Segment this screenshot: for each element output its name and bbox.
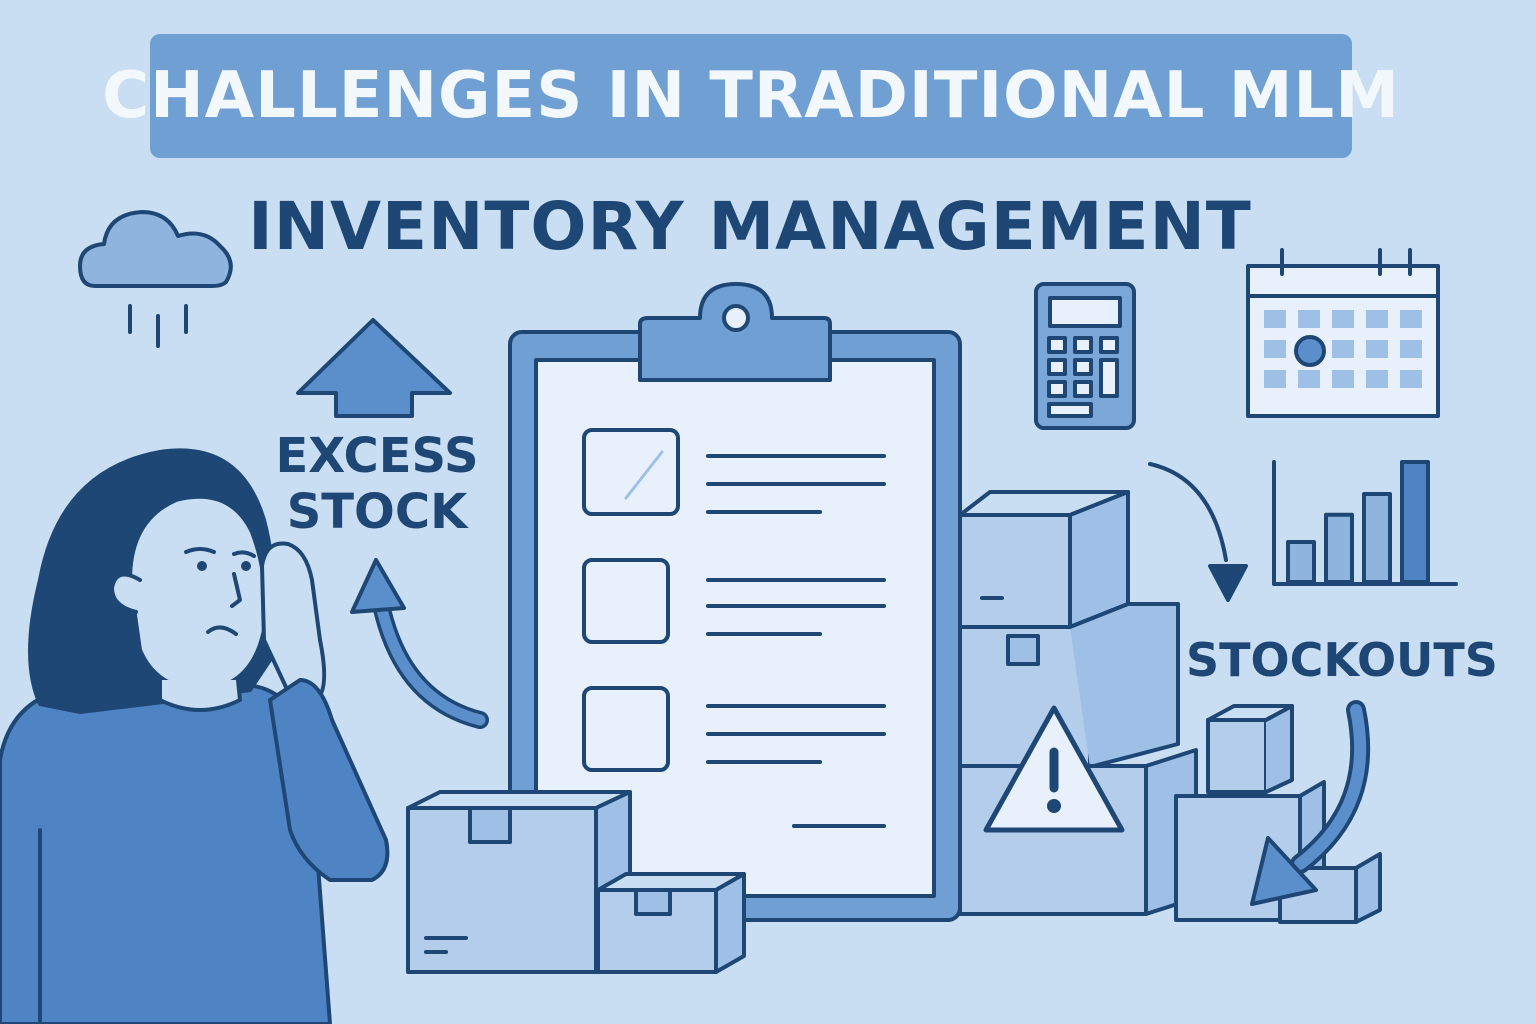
excess-label-line1: EXCESS <box>275 428 479 484</box>
warning-icon <box>983 705 1125 833</box>
rain-cloud-icon <box>78 210 233 348</box>
curved-arrow-down-icon <box>1148 462 1248 602</box>
stressed-person-illustration <box>0 448 390 1024</box>
bar-chart-bar <box>1362 492 1392 584</box>
bar-chart-icon <box>1272 460 1458 586</box>
arrow-up-icon <box>296 318 452 418</box>
stockouts-label: STOCKOUTS <box>1186 633 1498 687</box>
calendar-icon <box>1246 248 1440 418</box>
box-stack-left <box>406 790 746 974</box>
curved-arrow-up-icon <box>350 558 489 729</box>
bar-chart-bar <box>1286 540 1316 584</box>
title-banner <box>150 34 1352 158</box>
excess-stock-label: EXCESS STOCK <box>262 428 492 540</box>
bar-chart-bar <box>1400 460 1430 584</box>
excess-label-line2: STOCK <box>286 484 468 540</box>
section-heading: INVENTORY MANAGEMENT <box>248 187 1252 265</box>
calculator-icon <box>1034 282 1136 430</box>
stockouts-arrow-icon <box>1250 700 1371 906</box>
box-stack-right <box>958 490 1198 916</box>
bar-chart-bar <box>1324 512 1354 584</box>
clipboard-checklist-icon <box>508 282 962 922</box>
page-title: CHALLENGES IN TRADITIONAL MLM <box>102 59 1400 133</box>
